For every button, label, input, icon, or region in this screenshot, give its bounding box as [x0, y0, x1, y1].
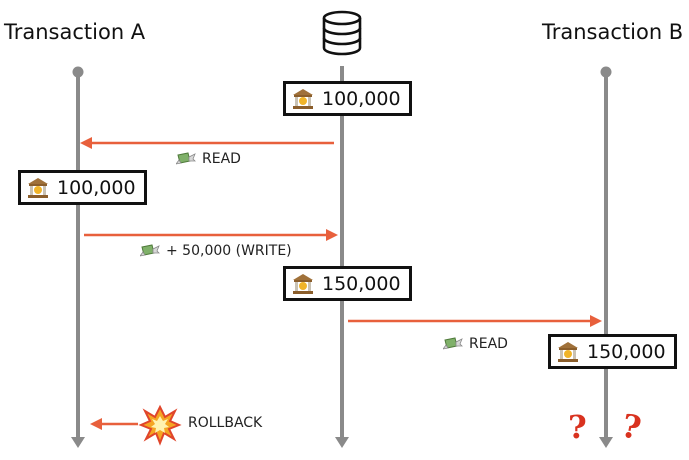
title-transaction-a: Transaction A: [4, 20, 146, 44]
arrow-db-to-b-read: [348, 315, 602, 327]
arrow-db-to-a-read: [80, 137, 334, 149]
money-wings-icon: [176, 152, 196, 165]
bank-icon: [293, 273, 313, 294]
arrow-a-to-db-write: [84, 229, 338, 241]
value-text: 100,000: [322, 87, 401, 110]
bank-icon: [293, 88, 313, 109]
value-text: 150,000: [587, 340, 666, 363]
label-text: READ: [202, 151, 241, 167]
a-value-box-read: 100,000: [18, 170, 147, 205]
label-write: + 50,000 (WRITE): [140, 243, 292, 259]
value-text: 100,000: [57, 176, 136, 199]
b-value-box-read: 150,000: [548, 334, 677, 369]
bank-icon: [28, 177, 48, 198]
database-icon: [322, 10, 362, 56]
label-read-1: READ: [176, 151, 241, 167]
lifeline-database: [335, 66, 349, 448]
lifeline-transaction-a: [71, 66, 85, 448]
value-text: 150,000: [322, 272, 401, 295]
money-wings-icon: [140, 244, 160, 257]
label-text: READ: [469, 336, 508, 352]
label-text: ROLLBACK: [188, 415, 263, 431]
label-rollback: ROLLBACK: [188, 415, 262, 431]
money-wings-icon: [443, 337, 463, 350]
label-text: + 50,000 (WRITE): [166, 243, 292, 259]
lifeline-transaction-b: [599, 66, 613, 448]
title-transaction-b: Transaction B: [542, 20, 684, 44]
label-read-2: READ: [443, 336, 508, 352]
arrow-rollback: [90, 418, 138, 430]
db-value-box-initial: 100,000: [283, 81, 412, 116]
bank-icon: [558, 341, 578, 362]
question-mark-1: ?: [568, 408, 587, 446]
collision-icon: [138, 404, 182, 446]
db-value-box-after-write: 150,000: [283, 266, 412, 301]
